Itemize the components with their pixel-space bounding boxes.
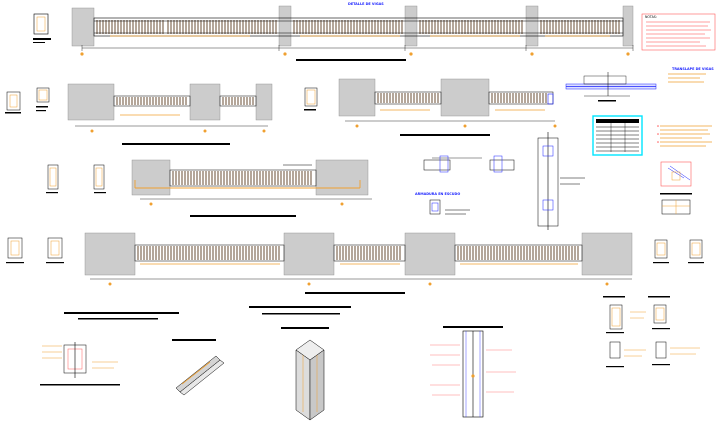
vertical-column-detail	[537, 132, 585, 230]
beam-elevation-1: DETALLE DE VIGAS	[33, 1, 634, 61]
beam-elevation-3	[304, 78, 557, 136]
shield-reinforcement-detail: ARMADURA EN ESCUDO	[415, 155, 515, 215]
isometric-column-b	[249, 306, 351, 421]
splice-title: TRANSLAPE DE VIGAS	[672, 67, 714, 71]
column-detail-5d	[688, 239, 704, 264]
beam-elevation-2	[5, 83, 273, 145]
column-detail-5c	[653, 239, 669, 264]
column-detail-1	[33, 13, 51, 43]
beam-elevation-5	[6, 232, 704, 294]
column-detail-4a	[46, 164, 59, 194]
wall-panel	[71, 7, 95, 47]
wall-panel	[525, 5, 539, 47]
table-notes	[657, 125, 712, 147]
notes-title: NOTAS:	[645, 15, 657, 19]
splice-detail: TRANSLAPE DE VIGAS	[565, 67, 714, 102]
column-detail-2b	[36, 87, 50, 112]
top-title: DETALLE DE VIGAS	[348, 2, 384, 6]
general-notes-box: NOTAS:	[641, 13, 716, 51]
wall-panel	[278, 5, 292, 47]
column-detail-4b	[93, 164, 106, 194]
column-detail-5b	[46, 237, 64, 264]
corner-detail	[660, 161, 692, 215]
wall-panel	[622, 5, 634, 47]
stirrups-row-1	[96, 20, 620, 34]
beam-elevation-4	[46, 159, 372, 217]
column-detail-3	[304, 87, 318, 111]
detail-caption-bar	[296, 59, 406, 61]
schedule-table	[592, 115, 643, 156]
column-detail-5a	[6, 237, 24, 264]
isometric-beam-a	[172, 339, 225, 396]
wall-panel	[404, 5, 418, 47]
shield-title: ARMADURA EN ESCUDO	[415, 192, 460, 196]
section-detail-a	[40, 312, 179, 386]
small-column-details	[603, 296, 700, 368]
column-reinforcement-elevation	[430, 326, 516, 418]
column-detail-2a	[5, 91, 21, 114]
